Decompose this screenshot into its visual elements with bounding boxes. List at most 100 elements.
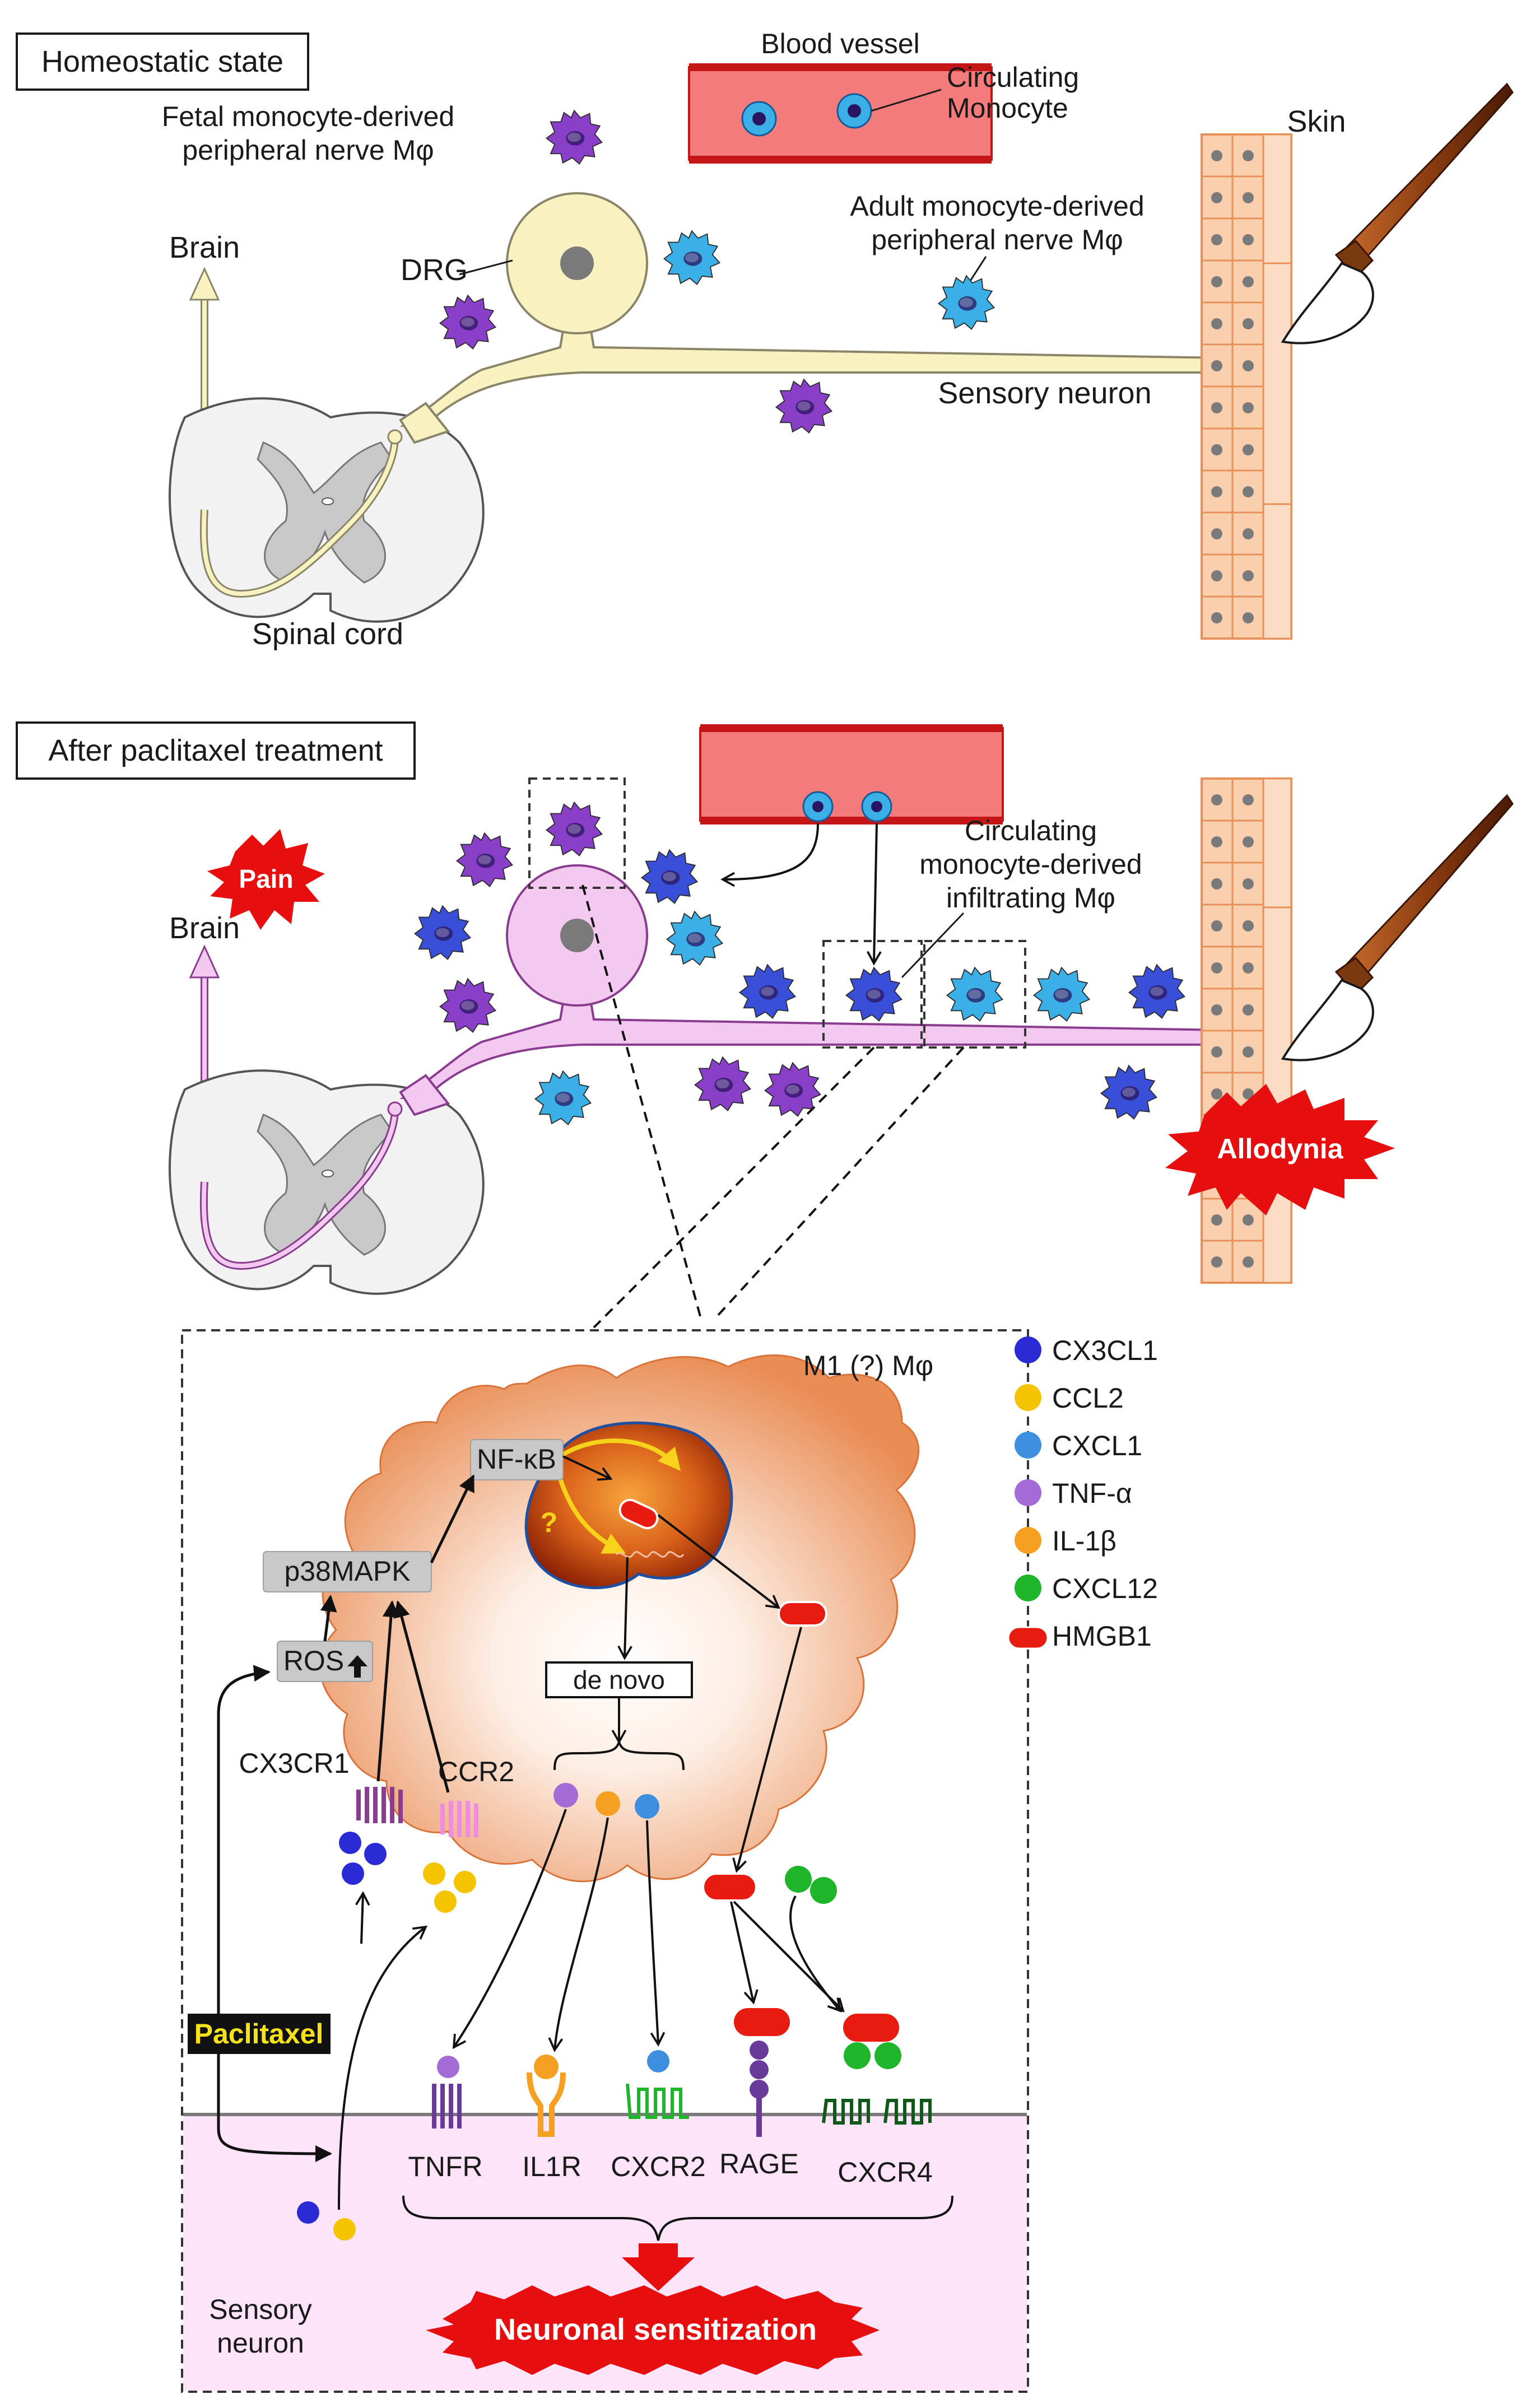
blood-vessel-label: Blood vessel: [761, 28, 920, 59]
ccl2-neuron: [333, 2218, 356, 2241]
adult-macrophage-1: [663, 230, 720, 285]
p38-box: [263, 1551, 432, 1592]
legend-label-tnf-alpha: TNF-α: [1052, 1478, 1132, 1509]
hmgb1-cytoplasm: [778, 1601, 827, 1627]
legend-marker-tnf-alpha: [1015, 1479, 1041, 1506]
legend-marker-cxcl12: [1015, 1575, 1041, 1601]
cx3cr1-receptor: [356, 1787, 403, 1823]
infiltrating-macrophage-p4: [845, 967, 902, 1022]
il1r-receptor: [527, 2055, 566, 2137]
fetal-macrophage-p2: [456, 832, 513, 887]
legend-label-il1b: IL-1β: [1052, 1525, 1116, 1557]
mechanism-panel: ? NF-κB p38MAPK ROS de novo CX3CR1 CCR2: [181, 1329, 1158, 2393]
paclitaxel-label: Paclitaxel: [194, 2018, 324, 2050]
de-novo-label: de novo: [573, 1665, 665, 1694]
allodynia-label: Allodynia: [1217, 1133, 1343, 1165]
cxcl1-molecule: [635, 1794, 659, 1819]
adult-macrophage-p2: [534, 1070, 592, 1125]
zoom-line-1: [581, 884, 701, 1317]
legend-label-cx3cl1: CX3CL1: [1052, 1335, 1158, 1366]
question-mark: ?: [541, 1507, 558, 1538]
zoom-line-3: [716, 1046, 965, 1317]
fetal-macrophage-label-1: Fetal monocyte-derived: [162, 101, 454, 132]
skin-label: Skin: [1287, 105, 1346, 138]
fetal-macrophage-label-2: peripheral nerve Mφ: [182, 134, 434, 166]
legend: CX3CL1 CCL2 CXCL1 TNF-α IL-1β CXCL12 HMG…: [1007, 1335, 1158, 1652]
nfkb-label: NF-κB: [477, 1443, 556, 1475]
adult-macrophage-p1: [666, 911, 723, 966]
legend-label-cxcl1: CXCL1: [1052, 1430, 1142, 1461]
cx3cl1-neuron: [297, 2201, 319, 2224]
infiltrating-macrophage-p1: [414, 905, 471, 960]
legend-label-hmgb1: HMGB1: [1052, 1620, 1152, 1652]
macrophage-type-label: M1 (?) Mφ: [803, 1350, 933, 1381]
infiltrating-macrophage-p5: [1128, 964, 1185, 1019]
spinal-cord-homeostatic: [168, 397, 485, 623]
pain-burst: [207, 829, 325, 930]
tnfr-receptor: [432, 2056, 462, 2128]
paintbrush-icon: [1281, 82, 1514, 344]
fetal-macrophage-1: [546, 110, 603, 165]
receptor-label-il1r: IL1R: [522, 2151, 581, 2182]
down-arrow-icon: [622, 2243, 695, 2291]
brain-label-homeostatic: Brain: [169, 231, 240, 264]
skin-paclitaxel: [1201, 777, 1292, 1284]
neuronal-sensitization-label: Neuronal sensitization: [494, 2313, 817, 2346]
skin-homeostatic: [1201, 133, 1292, 640]
pain-label: Pain: [239, 864, 293, 893]
infiltrating-label-1: Circulating: [965, 815, 1097, 846]
cxcl12-molecule-1: [785, 1866, 812, 1893]
receptor-label-rage: RAGE: [719, 2148, 799, 2179]
highlight-box-adult: [923, 940, 1026, 1049]
adult-macrophage-2: [938, 275, 995, 330]
adult-macrophage-label-2: peripheral nerve Mφ: [871, 224, 1123, 255]
blood-vessel: [688, 63, 993, 164]
paclitaxel-title: After paclitaxel treatment: [48, 734, 383, 767]
fetal-macrophage-3: [775, 379, 832, 434]
legend-marker-hmgb1: [1007, 1626, 1049, 1650]
adult-macrophage-p4: [1033, 967, 1090, 1022]
infiltrating-macrophage-p6: [1100, 1065, 1157, 1120]
sensitization-burst: [426, 2285, 880, 2375]
receptor-label-cxcr2: CXCR2: [611, 2151, 705, 2182]
fetal-macrophage-2: [439, 295, 496, 350]
circulating-monocyte-label-2: Monocyte: [947, 92, 1068, 124]
sensory-neuron-label-2: neuron: [217, 2327, 304, 2359]
sensory-neuron-label: Sensory neuron: [938, 376, 1151, 410]
nfkb-box: [470, 1439, 564, 1480]
circulating-monocyte-label-1: Circulating: [947, 62, 1079, 93]
adult-macrophage-label-1: Adult monocyte-derived: [850, 190, 1144, 222]
infiltrating-macrophage-p2: [641, 849, 698, 904]
legend-label-ccl2: CCL2: [1052, 1382, 1124, 1414]
cxcr4-receptor: [822, 2014, 932, 2125]
fetal-macrophage-p4: [694, 1056, 751, 1111]
receptor-label-tnfr: TNFR: [408, 2151, 482, 2182]
fetal-macrophage-p3: [439, 978, 496, 1033]
p38-label: p38MAPK: [284, 1555, 410, 1587]
legend-marker-il1b: [1015, 1527, 1041, 1554]
il1b-molecule: [595, 1791, 620, 1816]
highlight-box-infiltrating: [822, 940, 923, 1049]
ccl2-cluster: [423, 1862, 476, 1913]
allodynia-burst: [1165, 1084, 1395, 1215]
paclitaxel-title-box: [16, 721, 416, 780]
brace: [402, 2195, 953, 2241]
spinal-cord-label: Spinal cord: [252, 617, 403, 651]
blood-vessel-paclitaxel: [699, 724, 1004, 825]
receptor-label-cxcr4: CXCR4: [838, 2157, 932, 2188]
drg-label: DRG: [401, 253, 468, 287]
paintbrush-icon-2: [1281, 794, 1514, 1061]
homeostatic-title-box: [16, 32, 309, 91]
sensory-neuron-paclitaxel: [399, 864, 1278, 1116]
adult-macrophage-p3: [946, 967, 1003, 1022]
homeostatic-title: Homeostatic state: [41, 45, 283, 78]
fetal-macrophage-p1: [546, 802, 603, 856]
brain-label-paclitaxel: Brain: [169, 911, 240, 945]
spinal-cord-paclitaxel: [168, 1069, 485, 1295]
cx3cr1-label: CX3CR1: [239, 1748, 349, 1779]
paclitaxel-panel: After paclitaxel treatment Pain Brain: [16, 721, 1514, 1329]
cx3cl1-cluster: [339, 1832, 387, 1885]
rage-receptor: [734, 2008, 790, 2137]
up-arrow-icon: [347, 1655, 367, 1678]
